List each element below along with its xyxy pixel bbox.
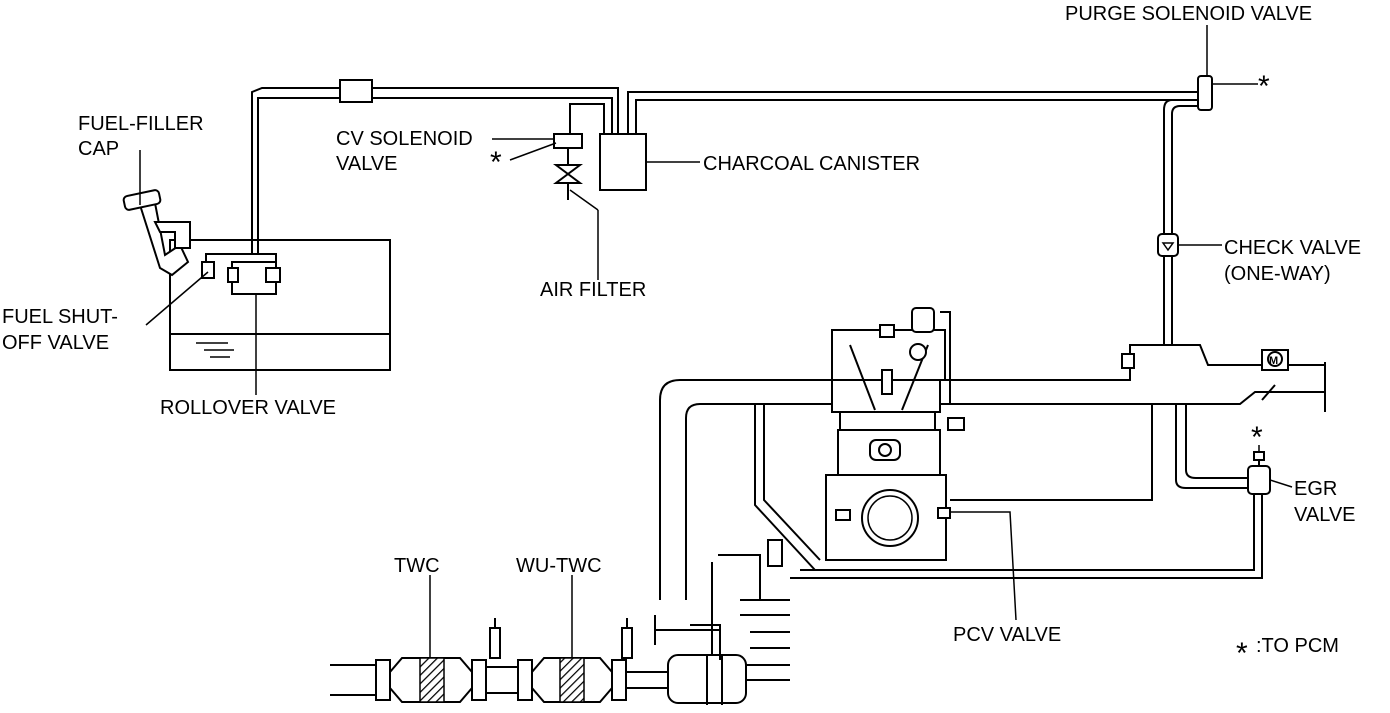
- egr-valve: [1247, 451, 1271, 495]
- oxygen-sensor: [621, 618, 633, 659]
- label-fuel-shutoff-valve-line2: OFF VALVE: [2, 332, 109, 354]
- intake-fitting: [1121, 353, 1135, 369]
- check-valve: [1157, 233, 1179, 257]
- label-fuel-filler-cap-line2: CAP: [78, 138, 119, 160]
- oxygen-sensor: [489, 618, 501, 659]
- crank-pulley: [861, 489, 919, 547]
- label-twc: TWC: [394, 555, 440, 577]
- fuel-level-mark: [196, 342, 234, 358]
- label-check-valve-line1: CHECK VALVE: [1224, 237, 1361, 259]
- label-cv-solenoid-valve-line2: VALVE: [336, 153, 398, 175]
- asterisk-legend: *: [1236, 637, 1248, 670]
- label-to-pcm: :TO PCM: [1256, 635, 1339, 657]
- label-cv-solenoid-valve-line1: CV SOLENOID: [336, 128, 473, 150]
- exhaust-manifold: [654, 539, 790, 705]
- label-rollover-valve: ROLLOVER VALVE: [160, 397, 336, 419]
- inline-filter: [339, 79, 373, 103]
- label-check-valve-line2: (ONE-WAY): [1224, 263, 1331, 285]
- leader-lines: [139, 25, 1293, 658]
- label-wu-twc: WU-TWC: [516, 555, 602, 577]
- rollover-valve-assembly: [227, 261, 281, 295]
- charcoal-canister: [599, 133, 647, 191]
- motor-mark: M: [1269, 355, 1278, 367]
- label-charcoal-canister: CHARCOAL CANISTER: [703, 153, 920, 175]
- label-egr-valve-line1: EGR: [1294, 478, 1337, 500]
- label-air-filter: AIR FILTER: [540, 279, 646, 301]
- label-pcv-valve: PCV VALVE: [953, 624, 1061, 646]
- fuel-tank: [169, 239, 391, 371]
- asterisk-egr: *: [1251, 421, 1263, 454]
- label-egr-valve-line2: VALVE: [1294, 504, 1356, 526]
- label-purge-solenoid-valve: PURGE SOLENOID VALVE: [1065, 3, 1312, 25]
- cv-solenoid-valve: [553, 133, 583, 200]
- label-fuel-filler-cap-line1: FUEL-FILLER: [78, 113, 204, 135]
- pcv-valve: [937, 507, 951, 519]
- purge-solenoid-valve: [1197, 75, 1213, 111]
- asterisk-cv: *: [490, 146, 502, 179]
- fuel-filler-neck: [122, 189, 191, 277]
- label-fuel-shutoff-valve-line1: FUEL SHUT-: [2, 306, 118, 328]
- engine: [825, 307, 965, 561]
- asterisk-purge: *: [1258, 70, 1270, 103]
